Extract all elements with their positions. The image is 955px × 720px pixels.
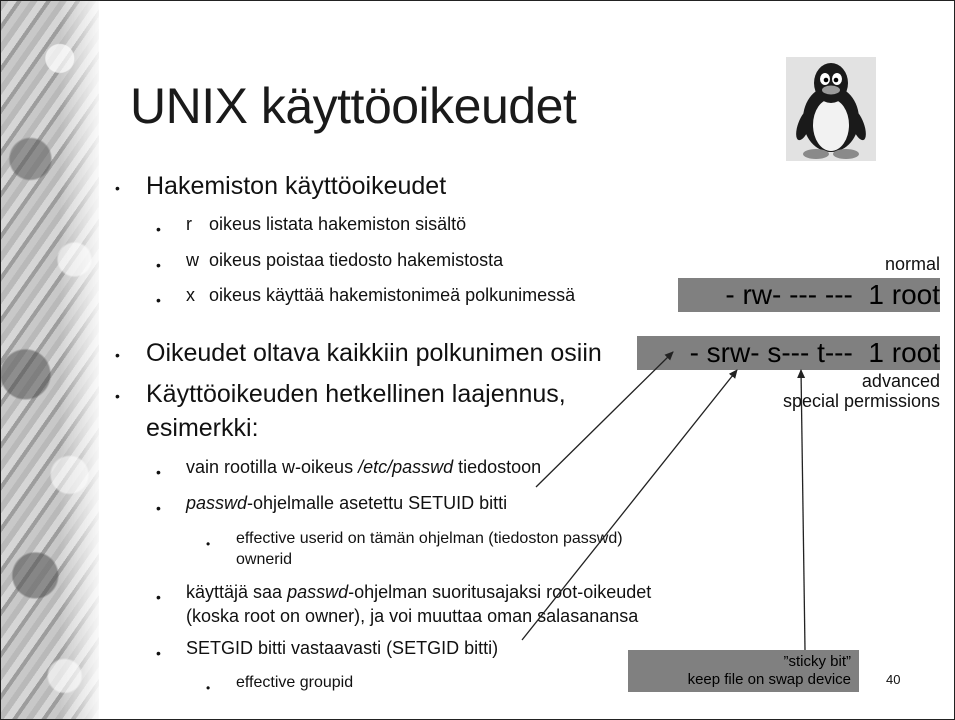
perm-r-text: oikeus listata hakemiston sisältö bbox=[209, 214, 467, 234]
bullet-dot: • bbox=[115, 180, 120, 196]
slide-title: UNIX käyttöoikeudet bbox=[130, 78, 577, 134]
bullet-dot: • bbox=[206, 537, 211, 551]
arrow-sticky bbox=[797, 369, 806, 651]
sub-setgid: SETGID bitti vastaavasti (SETGID bitti) bbox=[186, 638, 499, 658]
texture-fade bbox=[60, 1, 100, 719]
tux-penguin-icon bbox=[786, 57, 876, 161]
advanced-permission-box: - srw- s--- t--- 1 root bbox=[637, 336, 940, 370]
normal-permission-box: - rw- --- --- 1 root bbox=[678, 278, 940, 312]
bullet-dot: • bbox=[115, 347, 120, 363]
sticky-bit-line2: keep file on swap device bbox=[687, 671, 851, 688]
perm-w-text: oikeus poistaa tiedosto hakemistosta bbox=[209, 250, 504, 270]
bullet-dot: • bbox=[156, 464, 161, 480]
advanced-label: advanced special permissions bbox=[783, 371, 940, 411]
arrow-setuid bbox=[535, 351, 674, 488]
perm-w-letter: w bbox=[186, 250, 199, 270]
bullet-dot: • bbox=[206, 681, 211, 695]
sub-kayttaja-line1: käyttäjä saa passwd-ohjelman suoritusaja… bbox=[186, 582, 652, 602]
bullet-dot: • bbox=[156, 221, 161, 237]
bullet-polkunimi: Oikeudet oltava kaikkiin polkunimen osii… bbox=[146, 339, 602, 367]
sticky-bit-line1: ”sticky bit” bbox=[783, 653, 852, 670]
bullet-dot: • bbox=[156, 589, 161, 605]
page-number: 40 bbox=[886, 672, 901, 687]
bullet-laajennus-line1: Käyttöoikeuden hetkellinen laajennus, bbox=[146, 380, 566, 408]
bullet-dot: • bbox=[115, 388, 120, 404]
sub-effective-userid-line2: ownerid bbox=[236, 551, 293, 568]
sub-kayttaja-line2: (koska root on owner), ja voi muuttaa om… bbox=[186, 606, 639, 626]
perm-r-letter: r bbox=[186, 214, 192, 234]
advanced-label-line2: special permissions bbox=[782, 391, 940, 411]
bullet-laajennus-line2: esimerkki: bbox=[146, 414, 259, 442]
bullet-hakemisto: Hakemiston käyttöoikeudet bbox=[146, 172, 447, 200]
perm-x-letter: x bbox=[186, 285, 195, 305]
normal-permission-text: - rw- --- --- 1 root bbox=[725, 279, 940, 310]
sub-setuid: passwd-ohjelmalle asetettu SETUID bitti bbox=[186, 493, 508, 513]
bullet-dot: • bbox=[156, 257, 161, 273]
advanced-permission-text: - srw- s--- t--- 1 root bbox=[689, 337, 940, 368]
normal-label: normal bbox=[884, 254, 940, 274]
bullet-dot: • bbox=[156, 500, 161, 516]
sub-effective-groupid: effective groupid bbox=[236, 674, 354, 691]
advanced-label-line1: advanced bbox=[861, 371, 940, 391]
arrow-setgid bbox=[521, 369, 738, 641]
sub-effective-userid-line1: effective userid on tämän ohjelman (tied… bbox=[236, 530, 623, 547]
bullet-dot: • bbox=[156, 645, 161, 661]
perm-x-text: oikeus käyttää hakemistonimeä polkunimes… bbox=[209, 285, 576, 305]
bullet-dot: • bbox=[156, 292, 161, 308]
sticky-bit-box: ”sticky bit” keep file on swap device bbox=[628, 650, 859, 692]
sub-root-w: vain rootilla w-oikeus /etc/passwd tiedo… bbox=[186, 457, 542, 477]
